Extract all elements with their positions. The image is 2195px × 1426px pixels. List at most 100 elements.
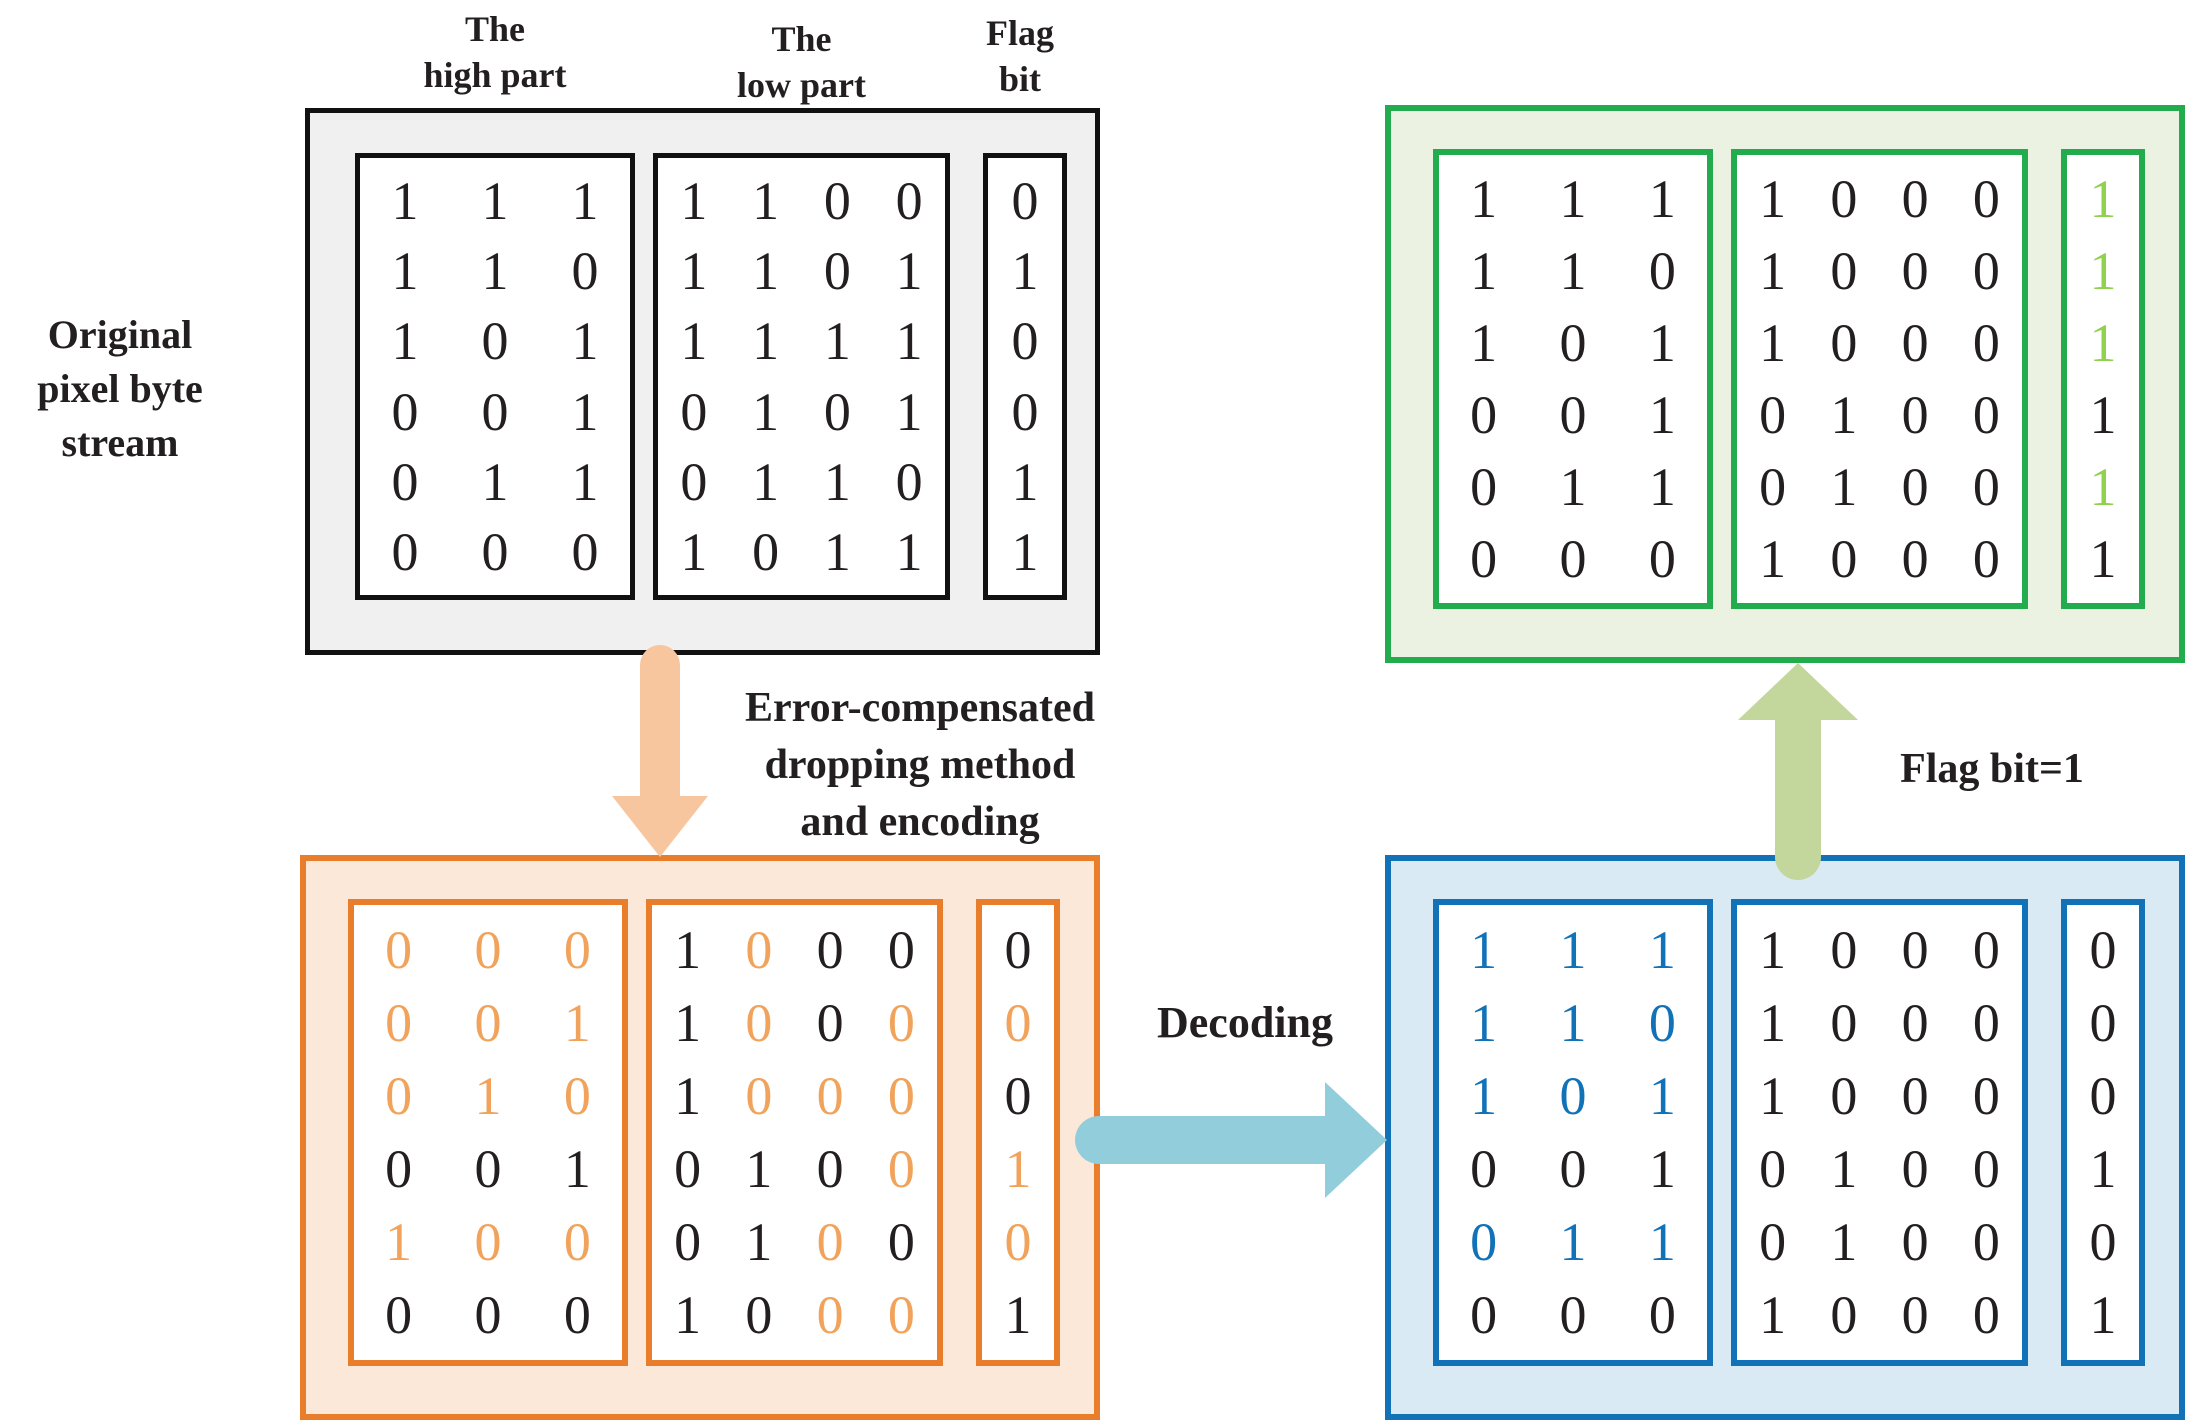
header-flag-bit-line1: Flag [986, 13, 1054, 53]
bit-cell: 0 [1559, 313, 1587, 373]
matrix-row: 0 [982, 996, 1054, 1050]
bit-cell: 1 [1470, 919, 1498, 980]
bit-cell: 0 [1559, 529, 1587, 589]
bit-cell: 0 [745, 992, 773, 1053]
bit-cell: 1 [823, 521, 851, 582]
bit-cell: 1 [1011, 241, 1039, 302]
matrix-row: 1 [982, 1288, 1054, 1342]
bit-cell: 1 [1470, 992, 1498, 1053]
matrix-row: 1 [2067, 316, 2139, 370]
encode-arrow-shaft [640, 645, 680, 800]
bit-cell: 1 [823, 311, 851, 372]
bit-cell: 0 [816, 1065, 844, 1126]
bit-cell: 0 [745, 919, 773, 980]
bit-cell: 0 [1830, 169, 1858, 229]
bit-cell: 0 [745, 1065, 773, 1126]
bit-cell: 1 [391, 171, 419, 232]
bit-cell: 1 [1830, 457, 1858, 517]
bit-cell: 0 [674, 1139, 702, 1200]
bit-cell: 1 [391, 311, 419, 372]
bit-cell: 1 [674, 992, 702, 1053]
bit-cell: 0 [1559, 1285, 1587, 1346]
bit-cell: 0 [1830, 1065, 1858, 1126]
bit-cell: 1 [571, 451, 599, 512]
bit-cell: 0 [474, 919, 502, 980]
matrix-row: 1 [988, 525, 1062, 579]
bit-cell: 1 [2089, 529, 2117, 589]
bit-cell: 1 [752, 241, 780, 302]
matrix-row: 1 [2067, 244, 2139, 298]
bit-cell: 0 [1972, 385, 2000, 445]
bit-cell: 0 [481, 311, 509, 372]
bit-cell: 0 [385, 1139, 413, 1200]
header-high-part-line2: high part [423, 55, 567, 95]
bit-cell: 1 [1759, 1065, 1787, 1126]
bit-cell: 1 [571, 381, 599, 442]
bit-cell: 0 [895, 171, 923, 232]
bit-cell: 1 [385, 1212, 413, 1273]
bit-cell: 0 [1759, 1139, 1787, 1200]
bit-cell: 0 [1972, 1065, 2000, 1126]
bit-cell: 0 [1901, 385, 1929, 445]
bit-cell: 1 [1648, 385, 1676, 445]
matrix-row: 0 [988, 385, 1062, 439]
bit-cell: 1 [2089, 385, 2117, 445]
bit-cell: 0 [680, 451, 708, 512]
bit-cell: 1 [1559, 919, 1587, 980]
bit-cell: 0 [1830, 529, 1858, 589]
bit-cell: 1 [1470, 169, 1498, 229]
bit-cell: 0 [1901, 1139, 1929, 1200]
bit-cell: 0 [481, 521, 509, 582]
bit-cell: 0 [680, 381, 708, 442]
bit-cell: 0 [1004, 1065, 1032, 1126]
restore-arrow-shaft [1775, 718, 1821, 880]
bit-cell: 1 [1759, 169, 1787, 229]
bit-cell: 1 [1648, 313, 1676, 373]
header-low-part-line2: low part [737, 65, 866, 105]
bit-cell: 0 [2089, 919, 2117, 980]
bit-cell: 0 [1972, 241, 2000, 301]
matrix-row: 1 [2067, 532, 2139, 586]
bit-cell: 0 [1470, 1212, 1498, 1273]
encode-arrow-label-line3: and encoding [800, 799, 1040, 845]
encode-arrow-label: Error-compensated dropping method and en… [700, 680, 1140, 851]
bit-cell: 1 [1648, 169, 1676, 229]
bit-cell: 0 [1759, 457, 1787, 517]
bit-cell: 0 [1972, 529, 2000, 589]
bit-cell: 0 [1011, 311, 1039, 372]
bit-cell: 0 [816, 992, 844, 1053]
bit-cell: 0 [816, 919, 844, 980]
bit-cell: 0 [1972, 169, 2000, 229]
decode-arrow-shaft [1075, 1116, 1327, 1164]
bit-cell: 0 [1004, 992, 1032, 1053]
bit-cell: 0 [563, 919, 591, 980]
decode-right-arrow-icon [1075, 1082, 1387, 1198]
original-stream-label: Original pixel byte stream [5, 308, 235, 470]
bit-cell: 1 [752, 311, 780, 372]
bit-cell: 1 [571, 171, 599, 232]
bit-cell: 0 [1972, 457, 2000, 517]
bit-cell: 0 [2089, 992, 2117, 1053]
bit-cell: 1 [1470, 241, 1498, 301]
bit-cell: 1 [1648, 1065, 1676, 1126]
bit-cell: 0 [2089, 1212, 2117, 1273]
bit-cell: 1 [1648, 457, 1676, 517]
bit-cell: 0 [481, 381, 509, 442]
flag-bit-arrow-label: Flag bit=1 [1900, 746, 2084, 792]
encode-arrow-label-line2: dropping method [764, 742, 1076, 788]
